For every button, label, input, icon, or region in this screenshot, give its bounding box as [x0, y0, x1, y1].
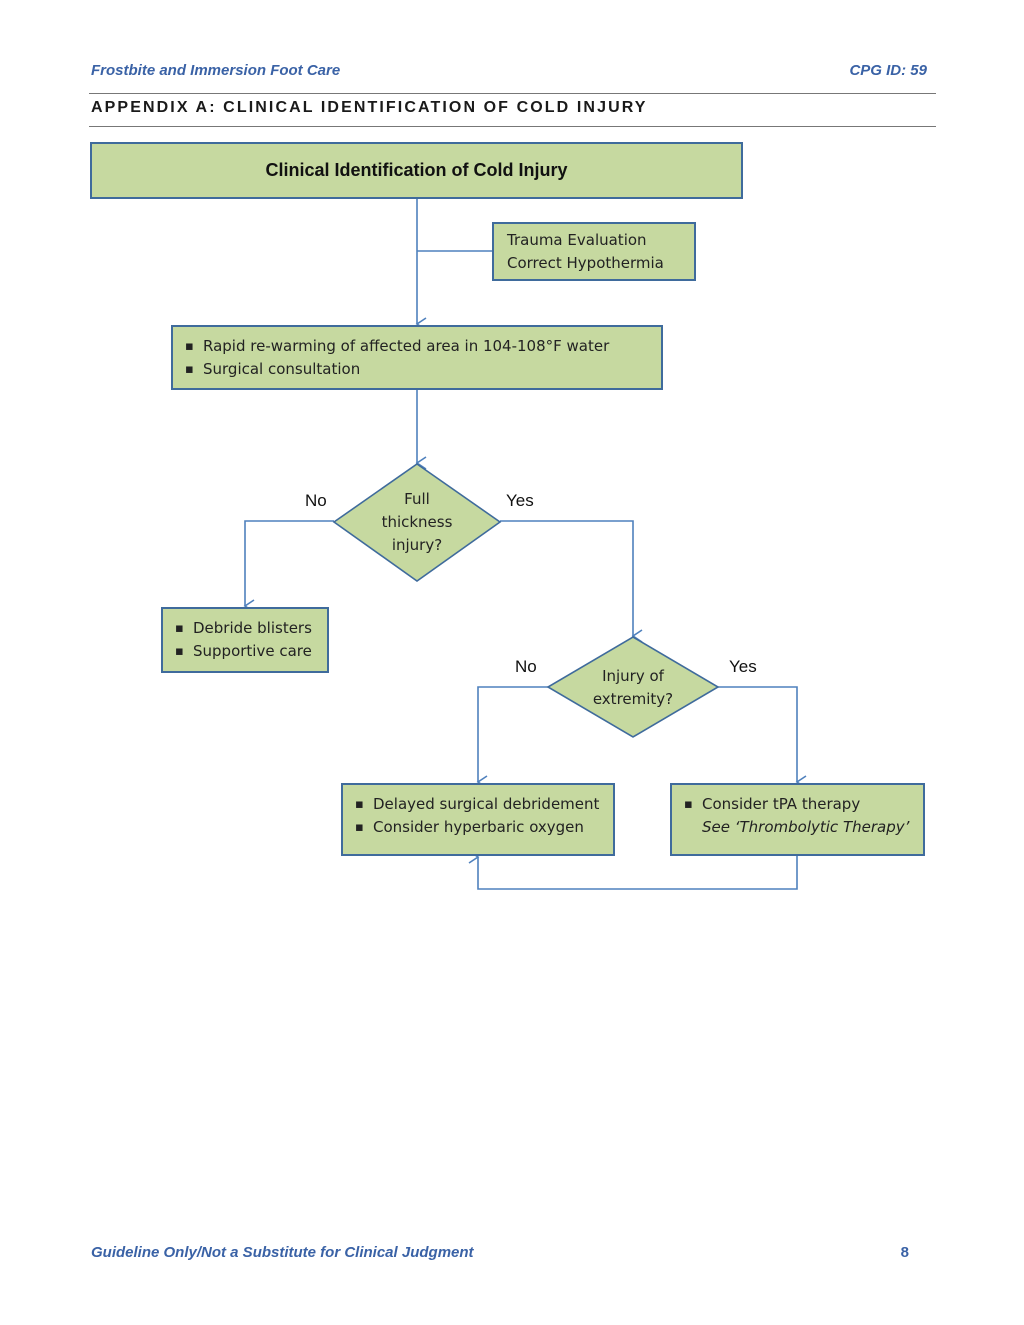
connector-decision2-no [476, 686, 548, 789]
flowchart-title-box: Clinical Identification of Cold Injury [90, 142, 743, 199]
decision1-line2: thickness [381, 513, 453, 531]
surgical-consultation-item: Surgical consultation [185, 358, 661, 381]
document-header-title: Frostbite and Immersion Foot Care [91, 62, 341, 79]
decision2-label: Injury of extremity? [573, 665, 693, 711]
delayed-debridement-box: Delayed surgical debridement Consider hy… [341, 783, 615, 856]
tpa-therapy-item: Consider tPA therapy [684, 793, 923, 816]
page-number: 8 [900, 1244, 909, 1261]
decision2-yes-label: Yes [729, 657, 757, 676]
delayed-debridement-item: Delayed surgical debridement [355, 793, 613, 816]
rewarming-item: Rapid re-warming of affected area in 104… [185, 335, 661, 358]
document-header-id: CPG ID: 59 [849, 62, 927, 79]
decision2-line1: Injury of [602, 667, 664, 685]
trauma-evaluation-text: Trauma Evaluation [507, 231, 647, 249]
hyperbaric-oxygen-item: Consider hyperbaric oxygen [355, 816, 613, 839]
header-rule-bottom [89, 126, 936, 127]
flowchart-title: Clinical Identification of Cold Injury [265, 160, 568, 180]
debride-blisters-item: Debride blisters [175, 617, 327, 640]
decision2-no-label: No [515, 657, 537, 676]
connector-decision1-no [243, 520, 334, 613]
tpa-therapy-box: Consider tPA therapy See ‘Thrombolytic T… [670, 783, 925, 856]
decision1-line1: Full [404, 490, 430, 508]
decision2-line2: extremity? [592, 690, 674, 708]
decision1-line3: injury? [391, 536, 443, 554]
decision-diamond-full-thickness [332, 463, 502, 582]
footer-disclaimer: Guideline Only/Not a Substitute for Clin… [91, 1244, 474, 1261]
rewarming-step-box: Rapid re-warming of affected area in 104… [171, 325, 663, 390]
supportive-care-item: Supportive care [175, 640, 327, 663]
connector-decision1-yes [500, 520, 643, 643]
appendix-heading: APPENDIX A: CLINICAL IDENTIFICATION OF C… [91, 99, 648, 116]
header-rule-top [89, 93, 936, 94]
decision-diamond-extremity [546, 636, 720, 738]
decision1-no-label: No [305, 491, 327, 510]
trauma-evaluation-box: Trauma Evaluation Correct Hypothermia [492, 222, 696, 281]
correct-hypothermia-text: Correct Hypothermia [507, 254, 664, 272]
thrombolytic-reference: See ‘Thrombolytic Therapy’ [702, 818, 910, 836]
debride-blisters-box: Debride blisters Supportive care [161, 607, 329, 673]
connector-tpa-loop-back [468, 850, 798, 890]
connector-decision2-yes [718, 686, 807, 789]
decision1-label: Full thickness injury? [360, 488, 474, 557]
decision1-yes-label: Yes [506, 491, 534, 510]
